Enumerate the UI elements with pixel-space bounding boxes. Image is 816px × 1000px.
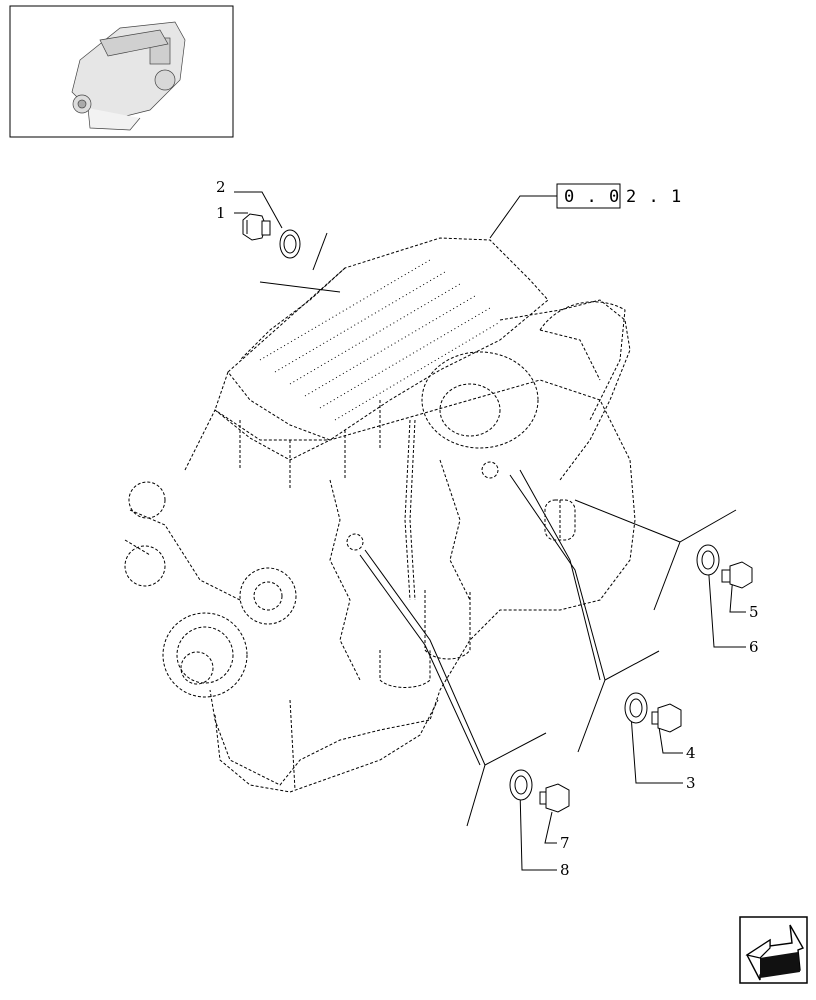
next-page-arrow-icon[interactable] bbox=[739, 916, 808, 984]
callout-3: 3 bbox=[686, 774, 696, 792]
part-1-plug[interactable] bbox=[242, 213, 271, 241]
reference-boxed-text: 0 . 0 bbox=[564, 187, 620, 207]
engine-drawing bbox=[124, 237, 636, 793]
part-3-washer[interactable] bbox=[624, 692, 648, 724]
reference-box bbox=[556, 183, 621, 209]
callout-8: 8 bbox=[560, 861, 570, 879]
reference-label: 0 . 0 2 . 1 bbox=[556, 183, 682, 209]
callout-6: 6 bbox=[749, 638, 759, 656]
leader-lines bbox=[234, 191, 746, 871]
part-4-plug[interactable] bbox=[651, 703, 682, 733]
part-7-plug[interactable] bbox=[539, 783, 570, 813]
part-2-washer[interactable] bbox=[279, 229, 301, 259]
part-5-plug[interactable] bbox=[721, 561, 753, 589]
callout-4: 4 bbox=[686, 744, 696, 762]
part-6-washer[interactable] bbox=[696, 544, 720, 576]
reference-suffix-text: 2 . 1 bbox=[626, 187, 682, 207]
engine-thumbnail[interactable] bbox=[9, 5, 234, 138]
callout-7: 7 bbox=[560, 834, 570, 852]
callout-labels: 1 2 3 4 5 6 7 8 bbox=[216, 178, 759, 879]
callout-1: 1 bbox=[216, 204, 226, 222]
part-8-washer[interactable] bbox=[509, 769, 533, 801]
callout-2: 2 bbox=[216, 178, 226, 196]
callout-5: 5 bbox=[749, 603, 759, 621]
